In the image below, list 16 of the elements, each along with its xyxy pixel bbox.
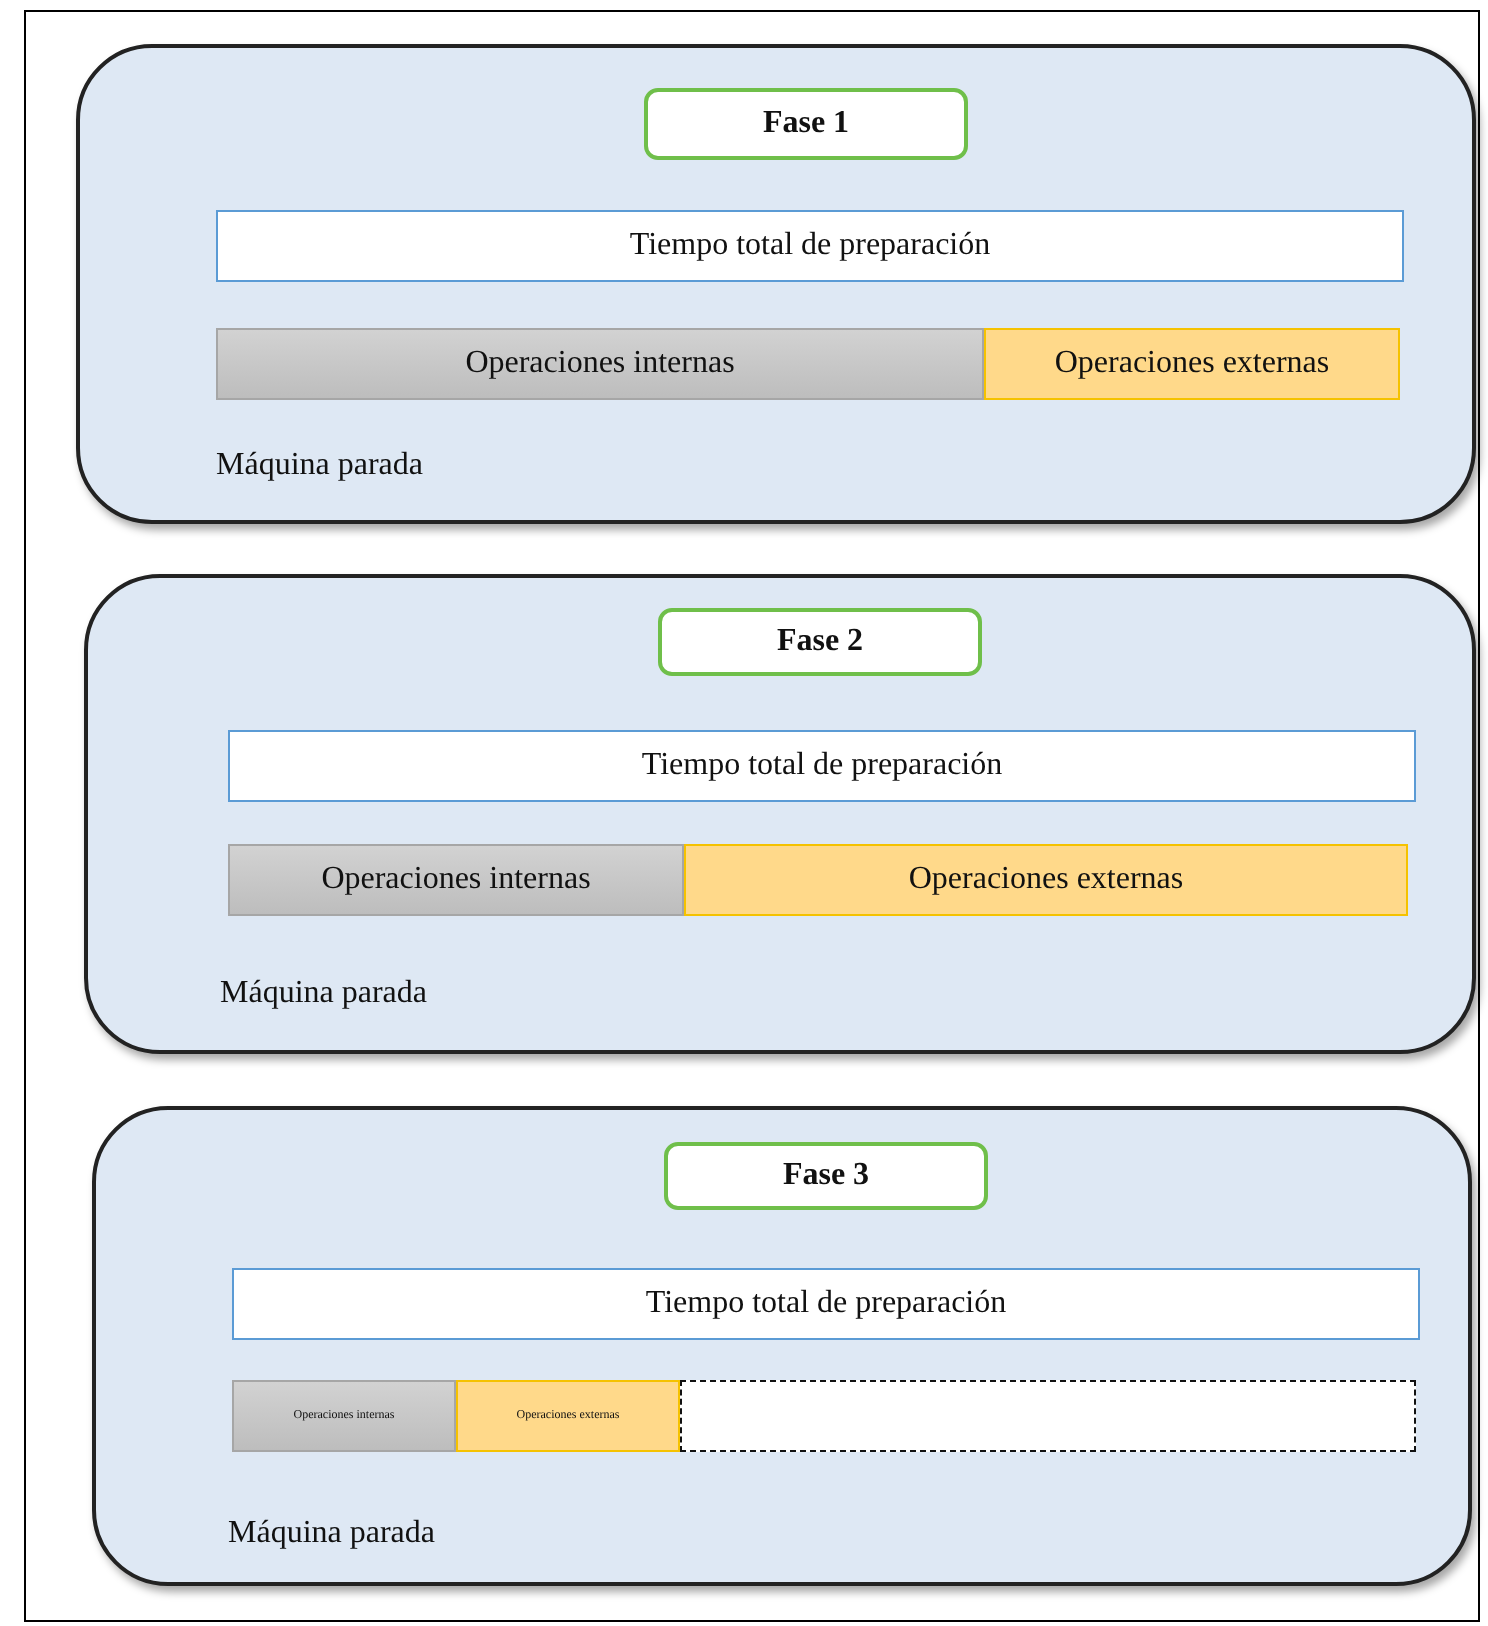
phase-label: Fase 1	[644, 88, 968, 160]
panel-caption: Máquina parada	[220, 976, 428, 1012]
internal-operations-bar: Operaciones internas	[228, 844, 684, 916]
phase-panel	[84, 574, 1476, 1054]
external-operations-bar: Operaciones externas	[984, 328, 1400, 400]
panel-caption: Máquina parada	[216, 448, 424, 484]
internal-operations-bar: Operaciones internas	[216, 328, 984, 400]
phase-label: Fase 2	[658, 608, 982, 676]
phase-panel	[76, 44, 1476, 524]
phase-label: Fase 3	[664, 1142, 988, 1210]
panel-caption: Máquina parada	[228, 1516, 436, 1552]
total-time-bar: Tiempo total de preparación	[232, 1268, 1420, 1340]
external-operations-bar: Operaciones externas	[684, 844, 1408, 916]
total-time-bar: Tiempo total de preparación	[216, 210, 1404, 282]
total-time-bar: Tiempo total de preparación	[228, 730, 1416, 802]
phase-panel	[92, 1106, 1472, 1586]
